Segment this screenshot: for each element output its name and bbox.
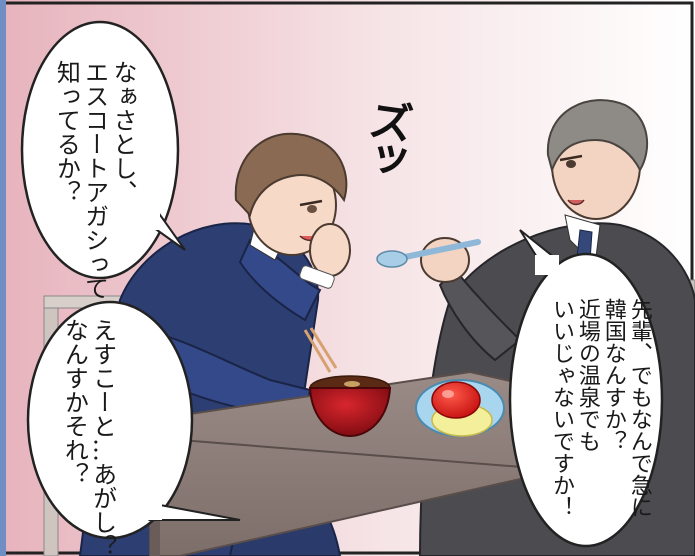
speech-bubble-2	[26, 300, 241, 540]
left-strip	[0, 0, 6, 556]
speech-bubble-2-text: えすこーと…あがし？ なんすかそれ？	[60, 318, 117, 556]
soup-bowl	[308, 375, 392, 438]
speech-bubble-3-text: 先輩、でもなんで急に 韓国なんすか？ 近場の温泉でも いいじゃないですか！	[548, 298, 652, 518]
speech-bubble-1-text: なぁさとし、 エスコートアガシって 知ってるか？	[52, 60, 137, 300]
speech-bubble-3	[508, 229, 664, 548]
sound-effect-text: ズッ	[353, 94, 416, 178]
omelette-plate	[415, 379, 505, 437]
speech-bubble-1	[20, 20, 186, 280]
